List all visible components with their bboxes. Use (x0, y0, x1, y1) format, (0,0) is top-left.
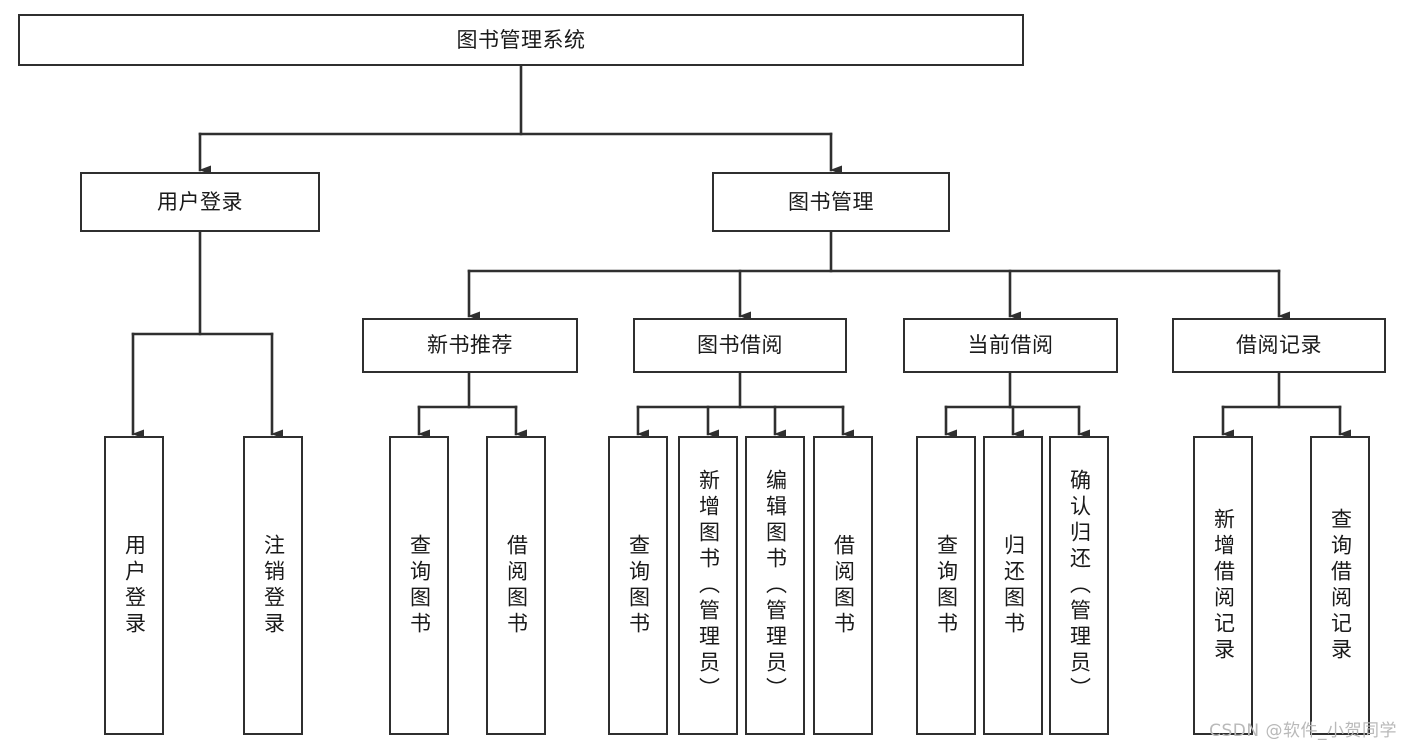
node-leaf-confirm-return-label: 确认归还（管理员） (1067, 468, 1092, 703)
node-book-management-label: 图书管理 (788, 189, 874, 214)
node-leaf-edit-book-label: 编辑图书（管理员） (763, 468, 788, 703)
node-leaf-borrow-book-rec[interactable]: 借阅图书 (486, 436, 546, 735)
node-leaf-query-book-rec[interactable]: 查询图书 (389, 436, 449, 735)
node-leaf-query-book-current[interactable]: 查询图书 (916, 436, 976, 735)
node-user-login-label: 用户登录 (157, 189, 243, 214)
node-leaf-query-borrow-record[interactable]: 查询借阅记录 (1310, 436, 1370, 735)
node-current-borrow-label: 当前借阅 (967, 333, 1054, 358)
node-leaf-query-borrow-record-label: 查询借阅记录 (1328, 507, 1353, 664)
node-root[interactable]: 图书管理系统 (18, 14, 1024, 66)
node-leaf-return-book[interactable]: 归还图书 (983, 436, 1043, 735)
node-leaf-edit-book[interactable]: 编辑图书（管理员） (745, 436, 805, 735)
node-leaf-query-book-rec-label: 查询图书 (407, 533, 432, 638)
node-new-book-recommend[interactable]: 新书推荐 (362, 318, 578, 373)
node-user-login[interactable]: 用户登录 (80, 172, 320, 232)
node-leaf-query-book-borrow[interactable]: 查询图书 (608, 436, 668, 735)
node-new-book-recommend-label: 新书推荐 (427, 333, 513, 358)
node-leaf-add-borrow-record[interactable]: 新增借阅记录 (1193, 436, 1253, 735)
node-leaf-borrow-book-rec-label: 借阅图书 (504, 533, 529, 638)
node-book-borrow-label: 图书借阅 (697, 333, 783, 358)
node-leaf-borrow-book[interactable]: 借阅图书 (813, 436, 873, 735)
node-leaf-user-logout-label: 注销登录 (261, 533, 286, 638)
node-leaf-confirm-return[interactable]: 确认归还（管理员） (1049, 436, 1109, 735)
node-leaf-user-login[interactable]: 用户登录 (104, 436, 164, 735)
node-leaf-borrow-book-label: 借阅图书 (831, 533, 856, 638)
node-leaf-user-login-label: 用户登录 (122, 533, 147, 638)
node-book-management[interactable]: 图书管理 (712, 172, 950, 232)
node-borrow-record[interactable]: 借阅记录 (1172, 318, 1386, 373)
node-leaf-add-book[interactable]: 新增图书（管理员） (678, 436, 738, 735)
node-leaf-add-book-label: 新增图书（管理员） (696, 468, 721, 703)
node-borrow-record-label: 借阅记录 (1236, 333, 1322, 358)
node-root-label: 图书管理系统 (456, 27, 586, 52)
node-current-borrow[interactable]: 当前借阅 (903, 318, 1118, 373)
node-leaf-return-book-label: 归还图书 (1001, 533, 1026, 638)
node-leaf-user-logout[interactable]: 注销登录 (243, 436, 303, 735)
node-book-borrow[interactable]: 图书借阅 (633, 318, 847, 373)
csdn-watermark: CSDN @软件_小贺同学 (1209, 721, 1397, 741)
node-leaf-add-borrow-record-label: 新增借阅记录 (1211, 507, 1236, 664)
node-leaf-query-book-current-label: 查询图书 (934, 533, 959, 638)
node-leaf-query-book-borrow-label: 查询图书 (626, 533, 651, 638)
